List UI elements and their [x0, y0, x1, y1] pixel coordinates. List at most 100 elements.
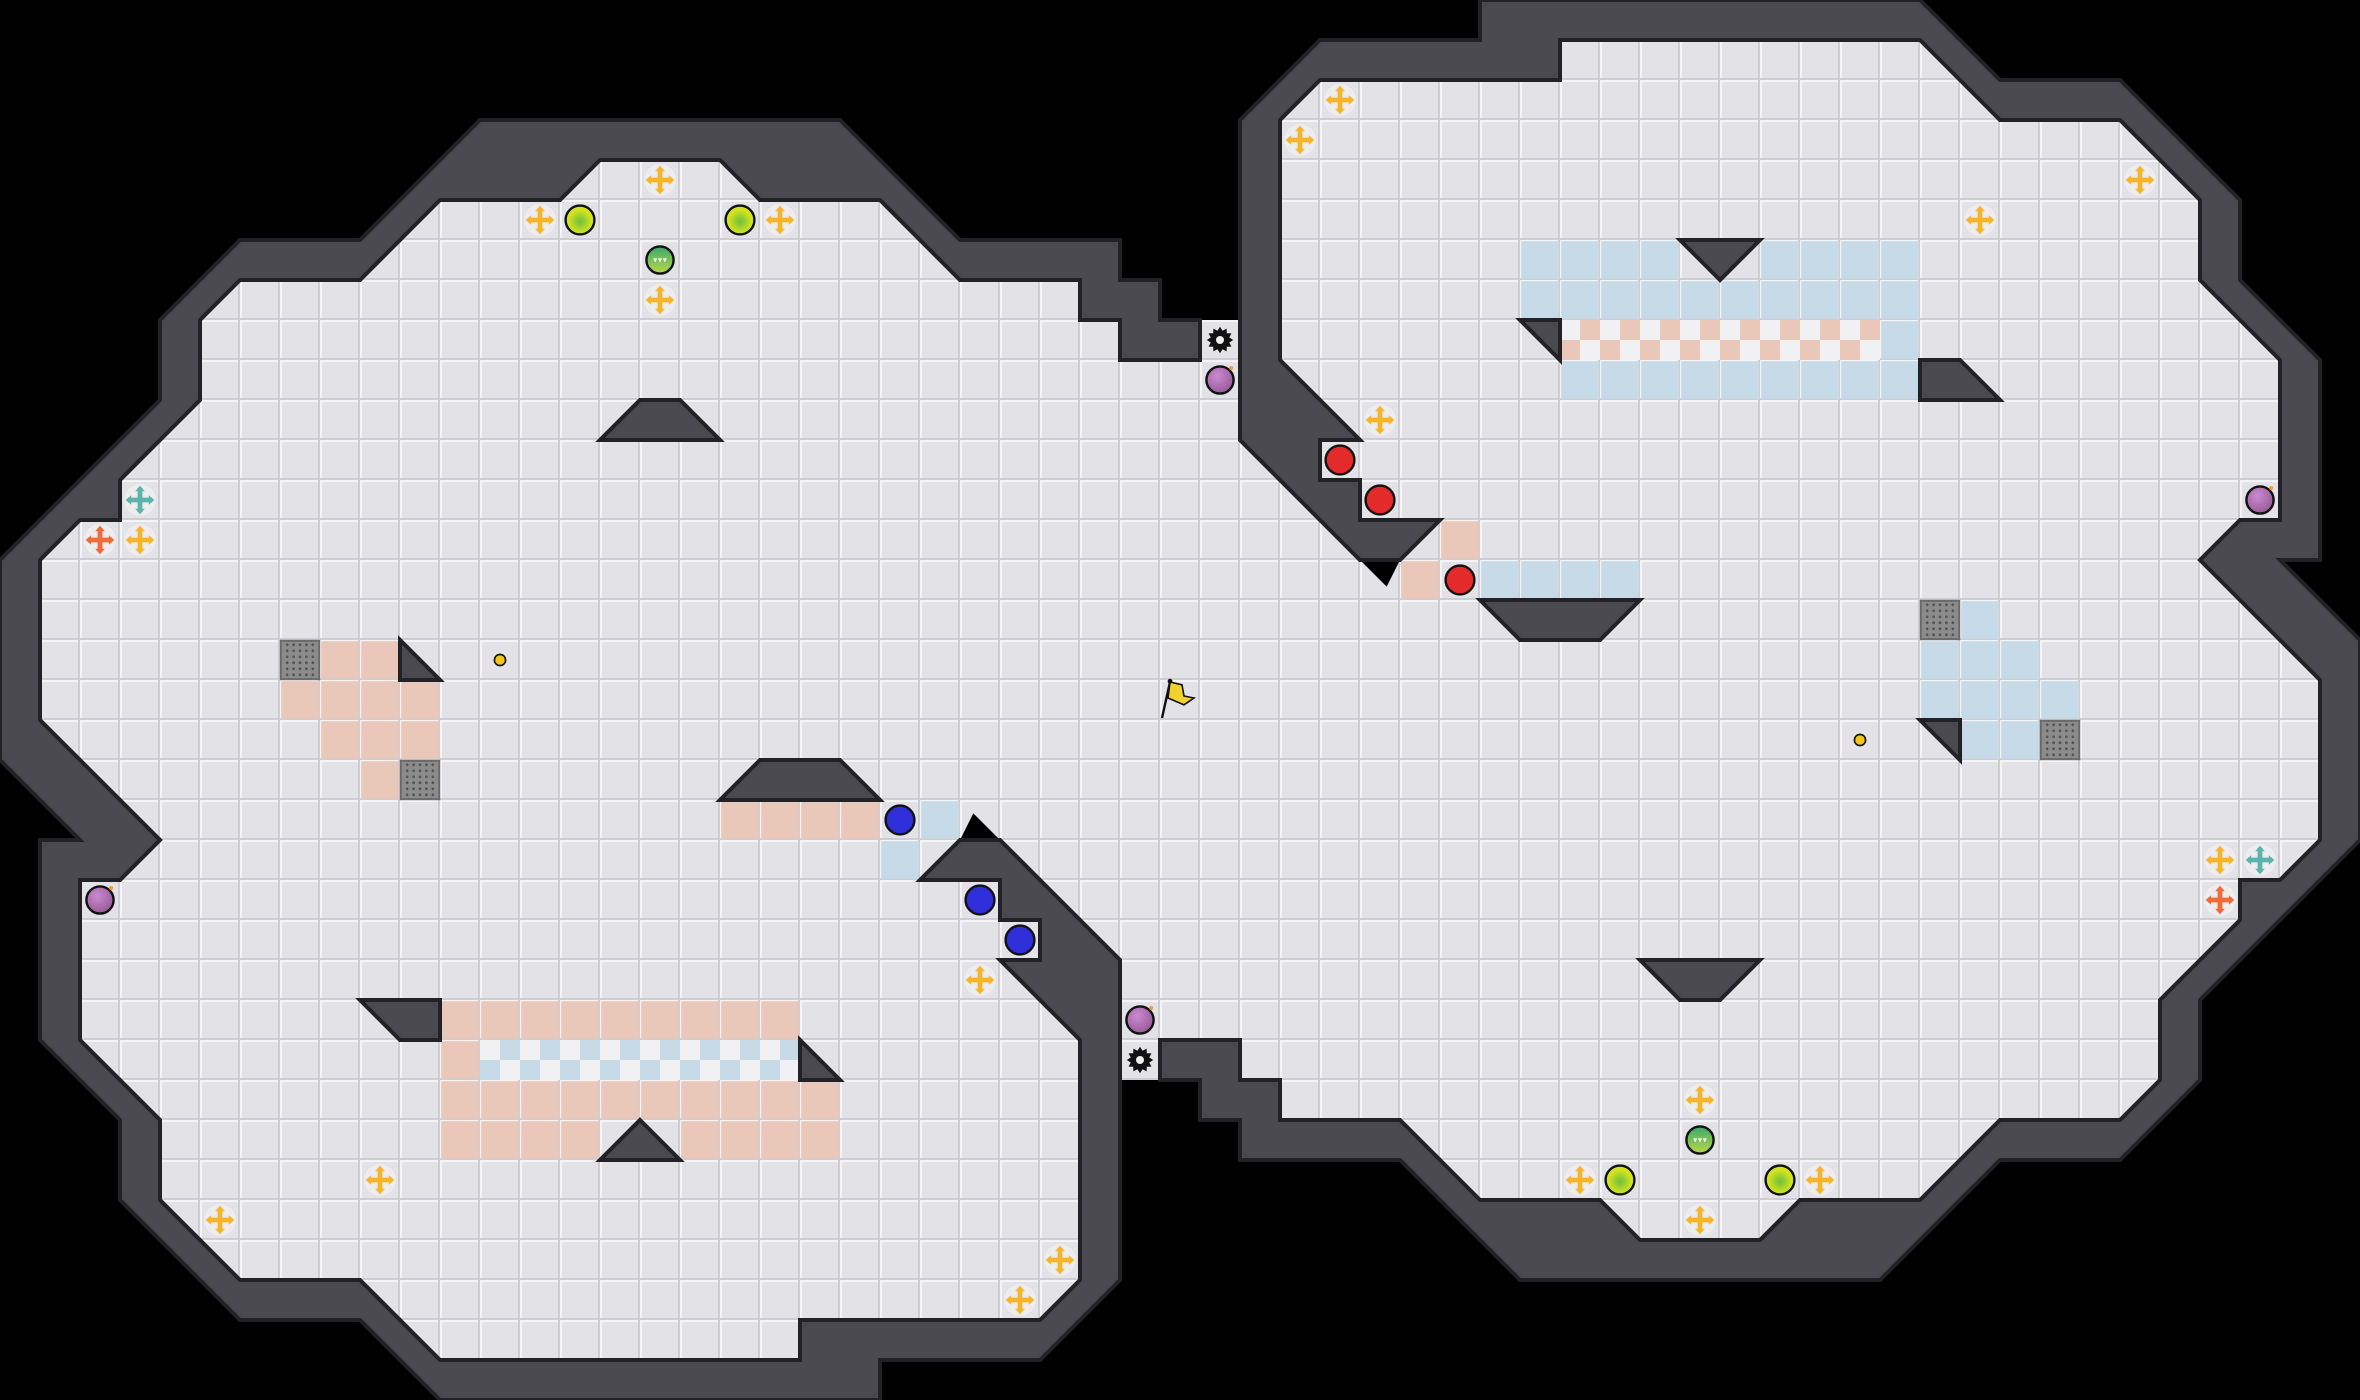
- grate-dot: [412, 781, 415, 785]
- boost-arrow: [1375, 405, 1385, 412]
- checker-square: [1620, 320, 1640, 340]
- grate-dot: [311, 673, 315, 677]
- team-tile-layer: [279, 241, 2081, 1159]
- red-checker-tile: [1840, 320, 1880, 360]
- boost-arrow: [2268, 855, 2275, 865]
- grate-dot: [1925, 615, 1929, 619]
- grate-dot: [292, 661, 296, 665]
- boost-icon: [1684, 1204, 1716, 1236]
- grate-dot: [292, 643, 296, 647]
- grate-dot: [2065, 729, 2068, 733]
- boost-arrow: [788, 215, 795, 225]
- red-player-ball-icon: [1364, 484, 1396, 516]
- checker-square: [1700, 320, 1720, 340]
- grate-dot: [431, 775, 435, 779]
- checker-square: [1600, 320, 1620, 340]
- blue-team-tile: [1921, 681, 1959, 719]
- grate-dot: [1938, 609, 1942, 613]
- boost-arrow: [535, 205, 545, 212]
- bomb-icon: [85, 885, 115, 915]
- grate-dot: [405, 793, 409, 797]
- grate-dot: [311, 661, 315, 665]
- grate-dot: [2071, 753, 2075, 757]
- red-team-tile: [761, 1001, 799, 1039]
- boost-arrow: [1805, 1175, 1812, 1185]
- boost-arrow: [135, 548, 145, 555]
- boost-arrow: [148, 535, 155, 545]
- grate-dot: [412, 763, 415, 767]
- grate-dot: [431, 763, 435, 767]
- boost-arrow: [1708, 1215, 1715, 1225]
- red-team-tile: [841, 801, 879, 839]
- neutral-ball-icon: [724, 204, 756, 236]
- blue-team-tile: [1641, 281, 1679, 319]
- boost-arrow: [1028, 1295, 1035, 1305]
- grate-dot: [2052, 741, 2055, 745]
- grate-dot: [2058, 729, 2062, 733]
- red-team-tile: [361, 721, 399, 759]
- bomb-fuse: [109, 886, 114, 891]
- blue-team-tile: [1601, 561, 1639, 599]
- red-team-tile: [761, 1081, 799, 1119]
- grate-dot: [2045, 747, 2049, 751]
- grate-dot: [412, 775, 415, 779]
- checker-square: [760, 1040, 780, 1060]
- grate-dot: [1951, 615, 1955, 619]
- red-team-tile: [561, 1121, 599, 1159]
- grate-dot: [2058, 741, 2062, 745]
- wall-obstacle: [355, 998, 442, 1042]
- checker-square: [1800, 320, 1820, 340]
- boost-icon: [1804, 1164, 1836, 1196]
- bomb-fuse: [1149, 1006, 1154, 1011]
- boost-arrow: [365, 1175, 372, 1185]
- boost-arrow: [1708, 1095, 1715, 1105]
- boost-icon: [524, 204, 556, 236]
- blue-team-tile: [1881, 321, 1919, 359]
- wall-obstacle: [1475, 598, 1645, 642]
- flag-tip: [1167, 678, 1173, 684]
- boost-arrow: [2255, 868, 2265, 875]
- boost-arrow: [1695, 1205, 1705, 1212]
- blue-player-ball-icon: [1004, 924, 1036, 956]
- grate-dot: [305, 673, 308, 677]
- blue-team-tile: [1561, 281, 1599, 319]
- grate-dot: [418, 781, 422, 785]
- checker-square: [560, 1060, 580, 1080]
- checker-square: [700, 1060, 720, 1080]
- boost-arrow: [2215, 868, 2225, 875]
- boost-icon: [204, 1204, 236, 1236]
- grate-dot: [285, 667, 289, 671]
- blue-team-tile: [1801, 241, 1839, 279]
- checker-square: [1560, 320, 1580, 340]
- bomb-fuse: [1229, 366, 1234, 370]
- grate-dot: [1951, 609, 1955, 613]
- blue-checker-tile: [760, 1040, 800, 1080]
- boost-arrow: [2215, 908, 2225, 915]
- boost-arrow: [1388, 415, 1395, 425]
- grate-dot: [2058, 753, 2062, 757]
- boost-arrow: [1685, 1095, 1692, 1105]
- blue-boost-icon: [2244, 844, 2276, 876]
- boost-arrow: [535, 228, 545, 235]
- boost-arrow: [775, 228, 785, 235]
- boost-arrow: [135, 485, 145, 492]
- grate-dot: [2071, 729, 2075, 733]
- boost-arrow: [668, 295, 675, 305]
- grate-dot: [298, 655, 302, 659]
- blue-team-tile: [1721, 281, 1759, 319]
- boost-arrow: [1045, 1255, 1052, 1265]
- red-team-tile: [681, 1081, 719, 1119]
- boost-arrow: [1335, 108, 1345, 115]
- grate-dot: [1938, 633, 1942, 637]
- grate-dot: [1925, 603, 1929, 607]
- wall-obstacle: [1915, 718, 1962, 765]
- grate-dot: [285, 649, 289, 653]
- red-team-tile: [1401, 561, 1439, 599]
- boost-arrow: [205, 1215, 212, 1225]
- wall-obstacle: [1515, 318, 1562, 365]
- grate-dot: [2071, 723, 2075, 727]
- grate-dot: [1951, 627, 1955, 631]
- checker-square: [720, 1060, 740, 1080]
- red-team-tile: [521, 1001, 559, 1039]
